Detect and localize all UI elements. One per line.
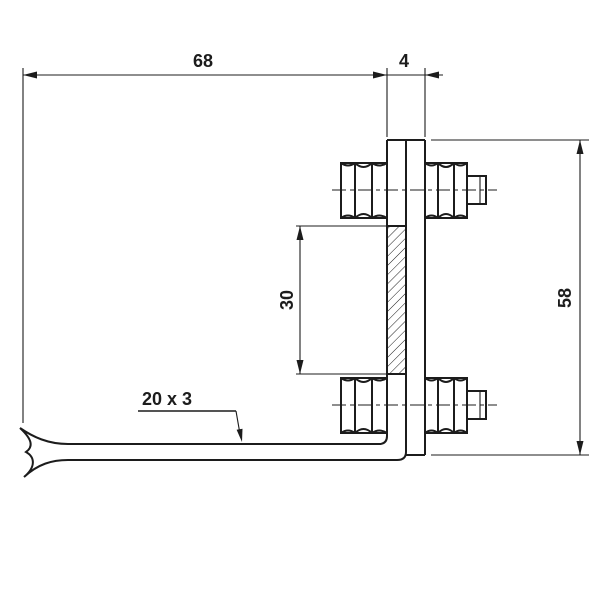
top-bolt: [331, 162, 498, 219]
dimension-overall-width: 68: [22, 51, 443, 423]
flat-bar-bottom-edge: [68, 140, 407, 461]
flat-bar-break-end: [19, 427, 69, 478]
flat-bar-top-edge: [68, 140, 388, 445]
dimension-clamp-length: 30: [277, 225, 387, 375]
clamp-section-hatch: [387, 225, 406, 375]
dimension-plate-height: 58: [431, 139, 589, 456]
flat-bar: [19, 140, 407, 478]
label-text-flat-bar: 20 x 3: [142, 389, 192, 409]
dim-text-plate-thickness: 4: [399, 51, 409, 71]
dim-text-plate-height: 58: [555, 288, 575, 308]
dim-text-overall-width: 68: [193, 51, 213, 71]
dimension-plate-thickness: 4: [399, 51, 439, 137]
bottom-bolt: [331, 377, 498, 434]
dim-text-clamp-length: 30: [277, 290, 297, 310]
flat-bar-size-label: 20 x 3: [138, 389, 243, 442]
